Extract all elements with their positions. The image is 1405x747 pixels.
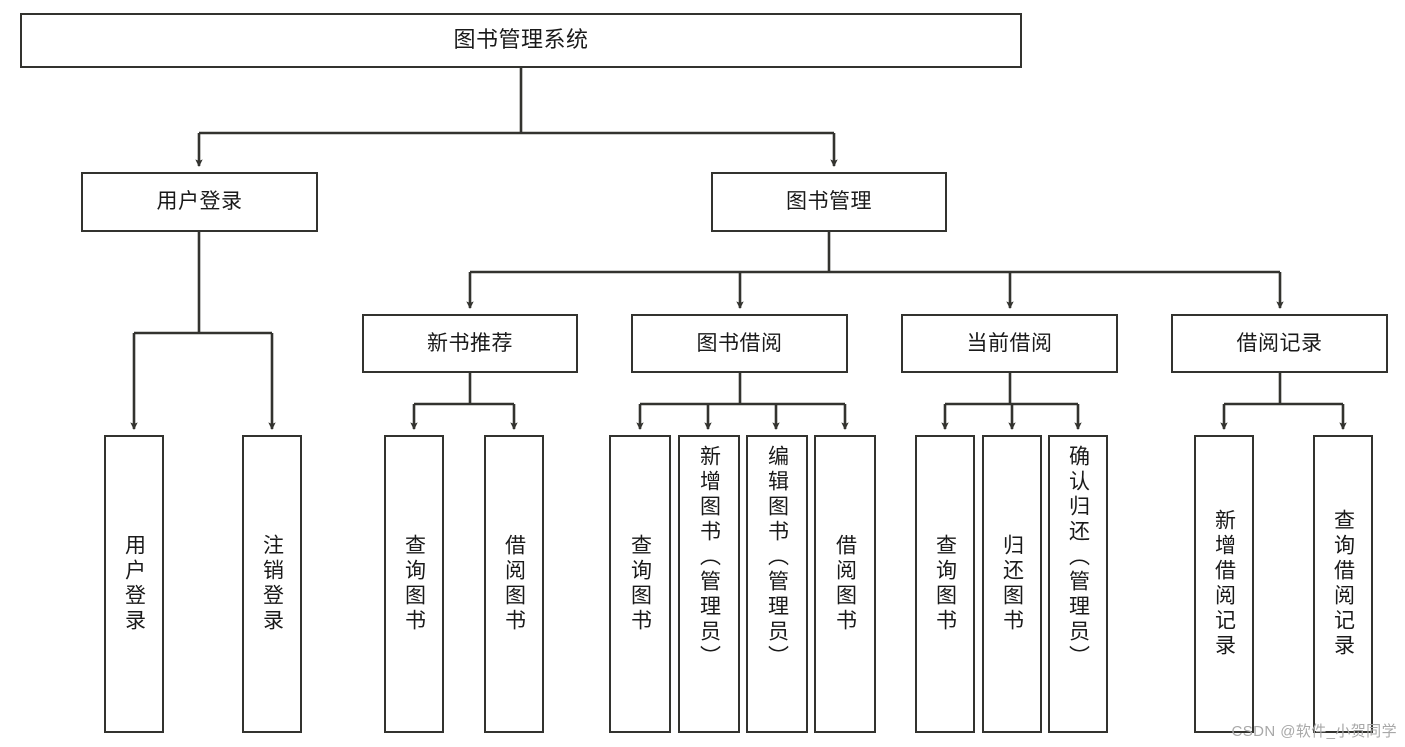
leaf-add-borrow-record-label: 新增借阅记录	[1212, 509, 1236, 659]
node-book-manage[interactable]: 图书管理	[711, 172, 947, 232]
leaf-query-book-current[interactable]: 查询图书	[915, 435, 975, 733]
leaf-user-login[interactable]: 用户登录	[104, 435, 164, 733]
edges-new-book-recommend-to-leaves	[410, 373, 518, 431]
leaf-query-book-borrow-label: 查询图书	[628, 534, 652, 634]
leaf-add-book[interactable]: 新增图书（管理员）	[678, 435, 740, 733]
node-borrow-record[interactable]: 借阅记录	[1171, 314, 1388, 373]
edges-root-to-level2	[195, 68, 838, 168]
edges-user-login-to-leaves	[130, 232, 276, 431]
leaf-add-borrow-record[interactable]: 新增借阅记录	[1194, 435, 1254, 733]
leaf-user-login-label: 用户登录	[122, 534, 146, 634]
node-book-borrow[interactable]: 图书借阅	[631, 314, 848, 373]
leaf-query-book-borrow[interactable]: 查询图书	[609, 435, 671, 733]
leaf-logout[interactable]: 注销登录	[242, 435, 302, 733]
node-book-borrow-label: 图书借阅	[696, 331, 783, 355]
leaf-edit-book-label: 编辑图书（管理员）	[765, 445, 789, 670]
edges-borrow-record-to-leaves	[1220, 373, 1347, 431]
node-current-borrow-label: 当前借阅	[966, 331, 1053, 355]
leaf-query-book-recommend-label: 查询图书	[402, 534, 426, 634]
node-new-book-recommend[interactable]: 新书推荐	[362, 314, 578, 373]
leaf-confirm-return-label: 确认归还（管理员）	[1066, 445, 1090, 670]
node-user-login[interactable]: 用户登录	[81, 172, 318, 232]
leaf-query-book-current-label: 查询图书	[933, 534, 957, 634]
node-user-login-label: 用户登录	[156, 190, 243, 214]
node-borrow-record-label: 借阅记录	[1236, 331, 1323, 355]
leaf-logout-label: 注销登录	[260, 534, 284, 634]
leaf-query-borrow-record[interactable]: 查询借阅记录	[1313, 435, 1373, 733]
leaf-query-book-recommend[interactable]: 查询图书	[384, 435, 444, 733]
edges-book-borrow-to-leaves	[636, 373, 849, 431]
leaf-query-borrow-record-label: 查询借阅记录	[1331, 509, 1355, 659]
leaf-borrow-book-recommend-label: 借阅图书	[502, 534, 526, 634]
node-new-book-recommend-label: 新书推荐	[427, 331, 513, 355]
leaf-borrow-book-borrow-label: 借阅图书	[833, 534, 857, 634]
leaf-confirm-return[interactable]: 确认归还（管理员）	[1048, 435, 1108, 733]
node-current-borrow[interactable]: 当前借阅	[901, 314, 1118, 373]
leaf-return-book[interactable]: 归还图书	[982, 435, 1042, 733]
edges-current-borrow-to-leaves	[941, 373, 1082, 431]
node-book-manage-label: 图书管理	[786, 190, 872, 214]
node-root[interactable]: 图书管理系统	[20, 13, 1022, 68]
leaf-borrow-book-borrow[interactable]: 借阅图书	[814, 435, 876, 733]
node-root-label: 图书管理系统	[453, 27, 589, 53]
leaf-edit-book[interactable]: 编辑图书（管理员）	[746, 435, 808, 733]
csdn-watermark: CSDN @软件_小贺同学	[1231, 723, 1397, 740]
leaf-borrow-book-recommend[interactable]: 借阅图书	[484, 435, 544, 733]
edges-book-manage-to-level3	[466, 232, 1284, 310]
leaf-return-book-label: 归还图书	[1000, 534, 1024, 634]
leaf-add-book-label: 新增图书（管理员）	[697, 445, 721, 670]
